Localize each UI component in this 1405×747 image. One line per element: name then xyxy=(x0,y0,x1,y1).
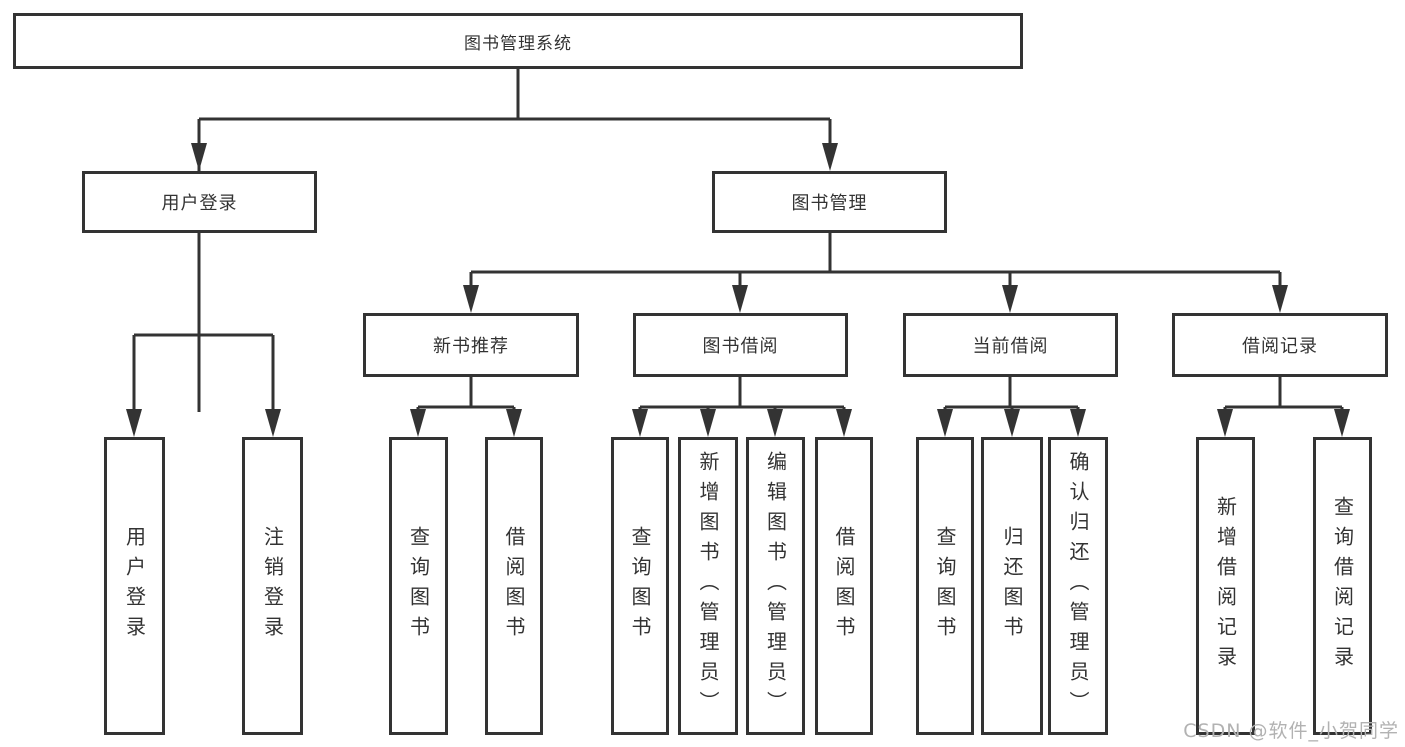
connector-newbook-to-leaves xyxy=(410,377,522,437)
node-label: 当前借阅 xyxy=(972,336,1049,357)
arrow-down-icon xyxy=(937,409,953,437)
node-label: 图书管理系统 xyxy=(464,33,572,54)
node-new-book-recommendation: 新书推荐 xyxy=(363,313,579,377)
node-label: 归还图书 xyxy=(1000,526,1024,646)
leaf-user-login: 用户登录 xyxy=(104,437,165,735)
leaf-query-books-3: 查询图书 xyxy=(916,437,974,735)
leaf-logout: 注销登录 xyxy=(242,437,303,735)
node-current-borrowing: 当前借阅 xyxy=(903,313,1118,377)
connector-currentborrow-to-leaves xyxy=(937,377,1086,437)
node-label: 用户登录 xyxy=(161,193,238,214)
node-label: 确认归还（管理员） xyxy=(1066,451,1090,721)
node-label: 新增借阅记录 xyxy=(1213,496,1238,676)
arrow-down-icon xyxy=(836,409,852,437)
arrow-down-icon xyxy=(632,409,648,437)
arrow-down-icon xyxy=(410,409,426,437)
arrow-down-icon xyxy=(463,285,479,313)
node-label: 注销登录 xyxy=(260,526,285,646)
node-label: 查询图书 xyxy=(933,526,957,646)
node-label: 借阅图书 xyxy=(832,526,856,646)
leaf-borrow-books-1: 借阅图书 xyxy=(485,437,543,735)
arrow-down-icon xyxy=(191,143,207,171)
node-book-borrowing: 图书借阅 xyxy=(633,313,848,377)
leaf-borrow-books-2: 借阅图书 xyxy=(815,437,873,735)
arrow-down-icon xyxy=(1002,285,1018,313)
leaf-edit-books-admin: 编辑图书（管理员） xyxy=(746,437,805,735)
node-label: 编辑图书（管理员） xyxy=(763,451,788,721)
leaf-confirm-return-admin: 确认归还（管理员） xyxy=(1048,437,1108,735)
node-user-login: 用户登录 xyxy=(82,171,317,233)
leaf-add-books-admin: 新增图书（管理员） xyxy=(678,437,738,735)
node-label: 借阅图书 xyxy=(502,526,526,646)
arrow-down-icon xyxy=(1334,409,1350,437)
connector-bookmgmt-to-level3 xyxy=(463,233,1288,313)
leaf-query-books-2: 查询图书 xyxy=(611,437,669,735)
node-label: 查询图书 xyxy=(406,526,431,646)
leaf-return-books: 归还图书 xyxy=(981,437,1043,735)
node-label: 查询借阅记录 xyxy=(1330,496,1355,676)
connector-bookborrow-to-leaves xyxy=(632,377,852,437)
arrow-down-icon xyxy=(1004,409,1020,437)
node-label: 用户登录 xyxy=(122,526,147,646)
node-label: 新增图书（管理员） xyxy=(696,451,720,721)
arrow-down-icon xyxy=(1070,409,1086,437)
arrow-down-icon xyxy=(732,285,748,313)
node-label: 借阅记录 xyxy=(1242,336,1318,357)
arrow-down-icon xyxy=(822,143,838,171)
node-label: 图书管理 xyxy=(791,193,868,214)
node-label: 新书推荐 xyxy=(433,336,509,357)
watermark: CSDN @软件_小贺同学 xyxy=(1183,720,1399,742)
connector-borrowrecord-to-leaves xyxy=(1217,377,1350,437)
node-borrowing-records: 借阅记录 xyxy=(1172,313,1388,377)
leaf-query-books-1: 查询图书 xyxy=(389,437,448,735)
node-label: 图书借阅 xyxy=(702,336,779,357)
node-library-management-system: 图书管理系统 xyxy=(13,13,1023,69)
arrow-down-icon xyxy=(700,409,716,437)
arrow-down-icon xyxy=(1217,409,1233,437)
arrow-down-icon xyxy=(506,409,522,437)
leaf-query-borrow-record: 查询借阅记录 xyxy=(1313,437,1372,735)
node-book-management: 图书管理 xyxy=(712,171,947,233)
arrow-down-icon xyxy=(1272,285,1288,313)
leaf-add-borrow-record: 新增借阅记录 xyxy=(1196,437,1255,735)
connector-userlogin-to-leaves xyxy=(126,233,281,437)
arrow-down-icon xyxy=(265,409,281,437)
arrow-down-icon xyxy=(126,409,142,437)
arrow-down-icon xyxy=(767,409,783,437)
node-label: 查询图书 xyxy=(628,526,652,646)
